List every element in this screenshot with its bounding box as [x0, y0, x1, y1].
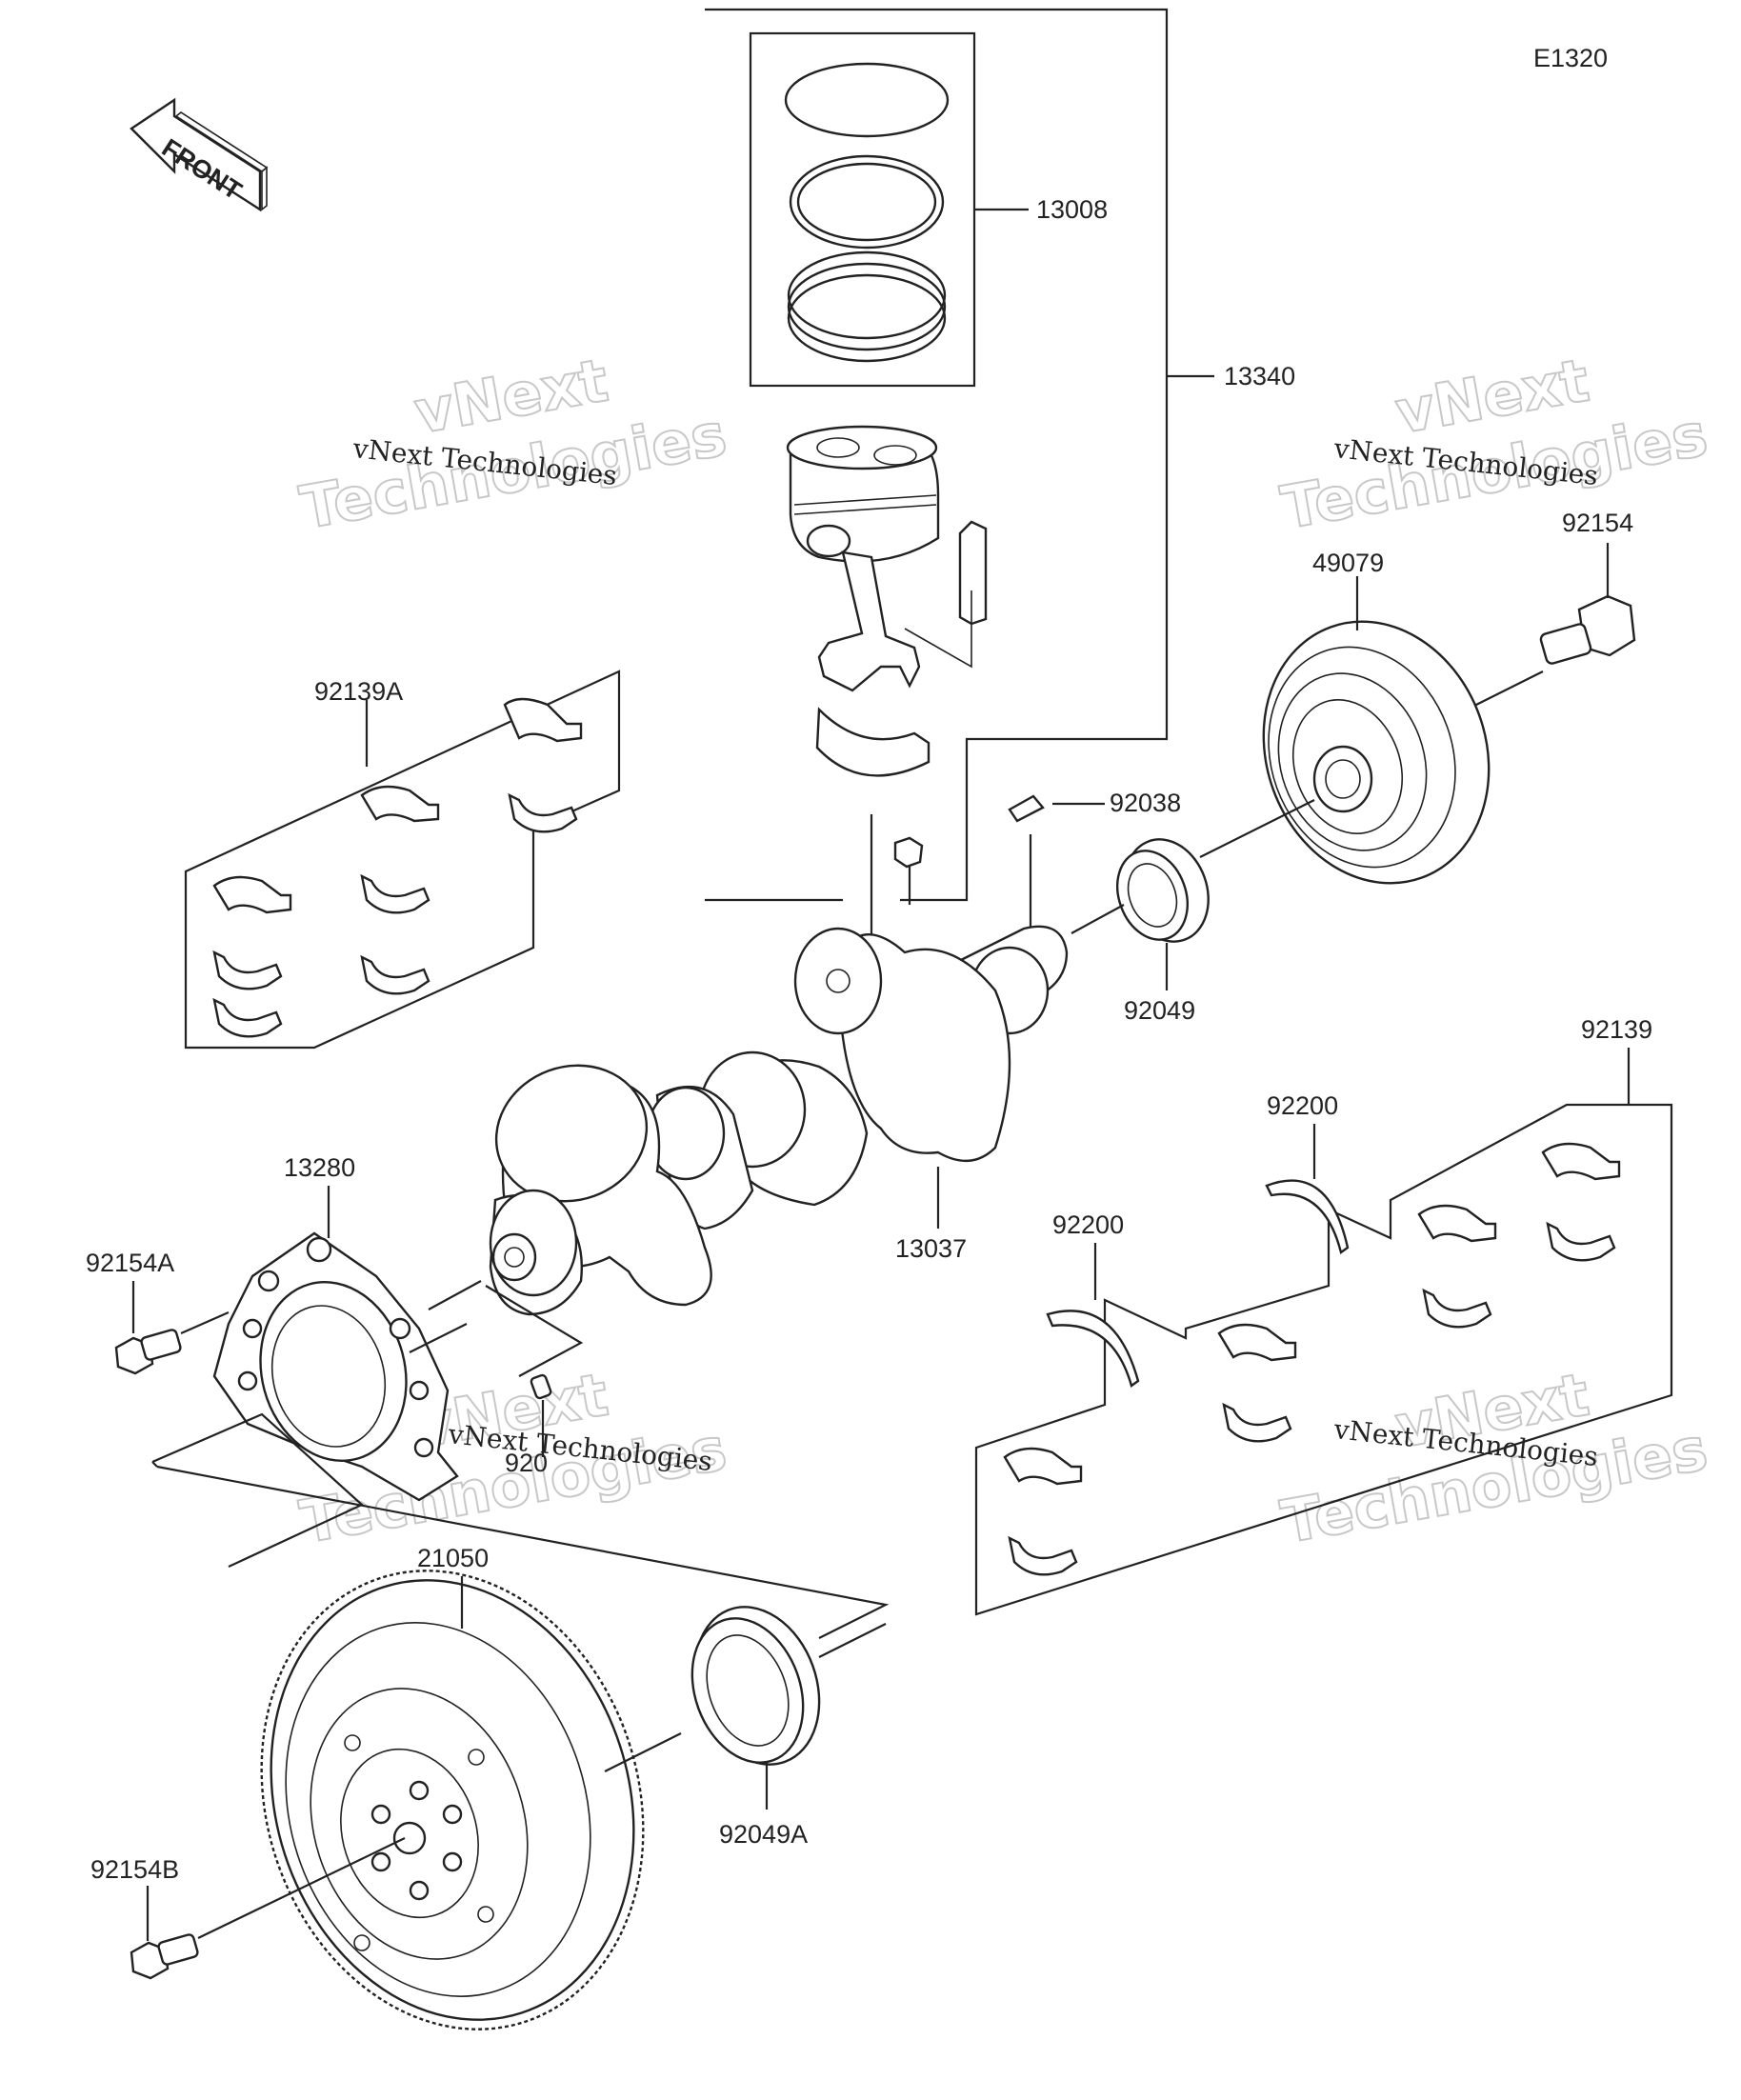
oil-seal-92049A	[690, 1606, 821, 1766]
callout-92139A[interactable]: 92139A	[314, 677, 403, 706]
callout-13037[interactable]: 13037	[895, 1234, 967, 1263]
dowel-pin	[530, 1373, 552, 1400]
front-arrow-icon: FRONT	[130, 97, 269, 212]
piston-assembly-frame	[705, 8, 1169, 902]
bearing-shells-92139	[1003, 1142, 1621, 1576]
bearing-set-92139A-frame	[184, 670, 621, 1050]
watermark-bottom-right: vNext Technologies vNext Technologies	[1275, 1358, 1713, 1557]
piston-rings	[784, 62, 950, 363]
watermark-top-left: vNext Technologies vNext Technologies	[294, 344, 732, 543]
callout-92154B[interactable]: 92154B	[90, 1855, 179, 1884]
thrust-washer-lower	[1046, 1310, 1140, 1388]
bearing-set-92139-frame	[974, 1103, 1673, 1616]
callout-92139[interactable]: 92139	[1581, 1015, 1652, 1044]
flywheel-21050	[260, 1570, 645, 2030]
callout-49079[interactable]: 49079	[1312, 549, 1384, 577]
crank-pulley	[1262, 620, 1491, 885]
callout-13280[interactable]: 13280	[284, 1153, 355, 1182]
housing-bolt-92154A	[114, 1329, 182, 1375]
callout-21050[interactable]: 21050	[417, 1544, 489, 1572]
crankcase-cover-13280	[212, 1231, 459, 1502]
callout-92049A[interactable]: 92049A	[719, 1820, 808, 1849]
callout-92038[interactable]: 92038	[1110, 789, 1181, 817]
callout-92200-lower[interactable]: 92200	[1052, 1210, 1124, 1239]
woodruff-key	[1008, 794, 1045, 823]
watermark-top-right: vNext Technologies vNext Technologies	[1275, 344, 1713, 543]
callout-92049[interactable]: 92049	[1124, 996, 1195, 1025]
callout-92200-upper[interactable]: 92200	[1267, 1091, 1338, 1120]
callout-920[interactable]: 920	[505, 1449, 548, 1477]
diagram-code: E1320	[1533, 44, 1608, 72]
crankshaft	[489, 925, 1069, 1316]
pulley-bolt	[1539, 594, 1636, 665]
piston-connecting-rod	[786, 425, 988, 869]
thrust-washer-upper	[1265, 1179, 1350, 1254]
callout-13008[interactable]: 13008	[1036, 195, 1108, 224]
callout-13340[interactable]: 13340	[1224, 362, 1295, 390]
callout-92154A[interactable]: 92154A	[86, 1249, 174, 1277]
flywheel-bolt-92154B	[130, 1933, 199, 1980]
callout-92154[interactable]: 92154	[1562, 509, 1633, 537]
oil-seal	[1116, 838, 1210, 943]
bearing-shells-92139A	[212, 697, 583, 1038]
